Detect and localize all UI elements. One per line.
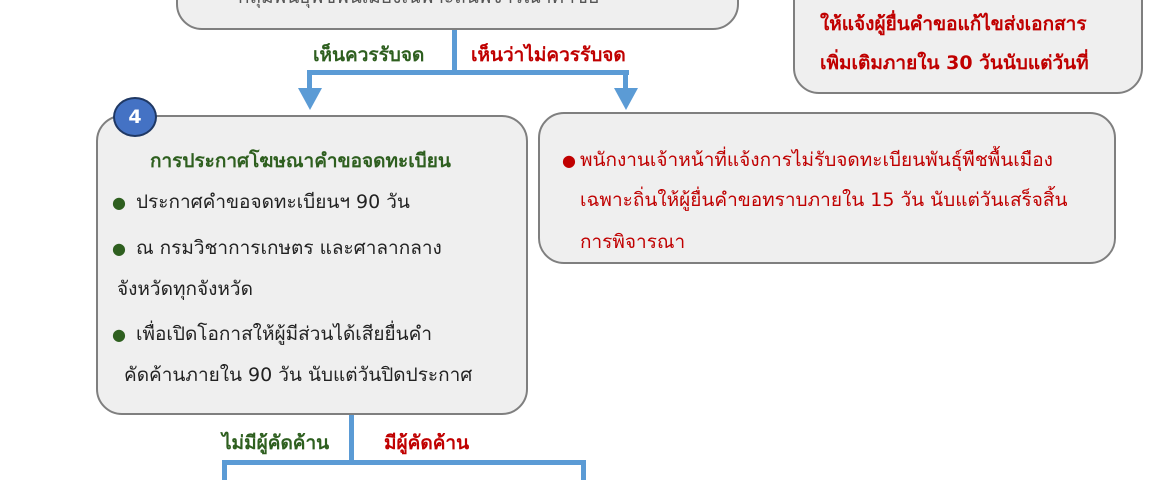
correction-box: ให้แจ้งผู้ยื่นคำขอแก้ไขส่งเอกสาร เพิ่มเต… xyxy=(793,0,1143,94)
connector-horizontal-top xyxy=(307,70,629,75)
reject-notice-line-1: ●พนักงานเจ้าหน้าที่แจ้งการไม่รับจดทะเบีย… xyxy=(562,149,1053,171)
bullet-icon: ● xyxy=(112,239,126,258)
arrow-down-left-icon xyxy=(298,88,322,110)
correction-line-2: เพิ่มเติมภายใน 30 วันนับแต่วันที่ xyxy=(820,52,1089,74)
correction-line-1: ให้แจ้งผู้ยื่นคำขอแก้ไขส่งเอกสาร xyxy=(820,13,1087,35)
connector-horizontal-bottom xyxy=(222,460,586,465)
step4-bullet-2-cont: จังหวัดทุกจังหวัด xyxy=(117,278,253,300)
connector-right-drop xyxy=(623,70,628,92)
top-step-partial-text: กลุ่มพันธุ์พืชพื้นเมืองเฉพาะถิ่นพิจารณาค… xyxy=(238,0,599,12)
reject-label: เห็นว่าไม่ควรรับจด xyxy=(471,44,626,66)
objection-label: มีผู้คัดค้าน xyxy=(384,432,470,454)
reject-notice-box xyxy=(538,112,1116,264)
bullet-icon: ● xyxy=(562,151,576,170)
step4-bullet-3-cont: คัดค้านภายใน 90 วัน นับแต่วันปิดประกาศ xyxy=(124,364,473,386)
approve-label: เห็นควรรับจด xyxy=(313,44,425,66)
reject-notice-line-2: เฉพาะถิ่นให้ผู้ยื่นคำขอทราบภายใน 15 วัน … xyxy=(580,189,1068,211)
bullet-icon: ● xyxy=(112,193,126,212)
connector-bottom-left-drop xyxy=(222,460,227,480)
connector-left-drop xyxy=(307,70,312,92)
connector-vertical-bottom xyxy=(349,415,354,464)
reject-notice-line-3: การพิจารณา xyxy=(580,231,686,253)
connector-vertical-top xyxy=(452,30,457,74)
step4-box xyxy=(96,115,528,415)
top-step-box: กลุ่มพันธุ์พืชพื้นเมืองเฉพาะถิ่นพิจารณาค… xyxy=(176,0,739,30)
connector-bottom-right-drop xyxy=(581,460,586,480)
step4-title: การประกาศโฆษณาคำขอจดทะเบียน xyxy=(150,150,451,172)
step4-bullet-3: ●เพื่อเปิดโอกาสให้ผู้มีส่วนได้เสียยื่นคำ xyxy=(112,323,433,345)
step4-bullet-1: ●ประกาศคำขอจดทะเบียนฯ 90 วัน xyxy=(112,191,410,213)
step4-bullet-2: ●ณ กรมวิชาการเกษตร และศาลากลาง xyxy=(112,237,442,259)
bullet-icon: ● xyxy=(112,325,126,344)
step4-number-badge: 4 xyxy=(113,97,157,137)
no-objection-label: ไม่มีผู้คัดค้าน xyxy=(222,432,330,454)
arrow-down-right-icon xyxy=(614,88,638,110)
